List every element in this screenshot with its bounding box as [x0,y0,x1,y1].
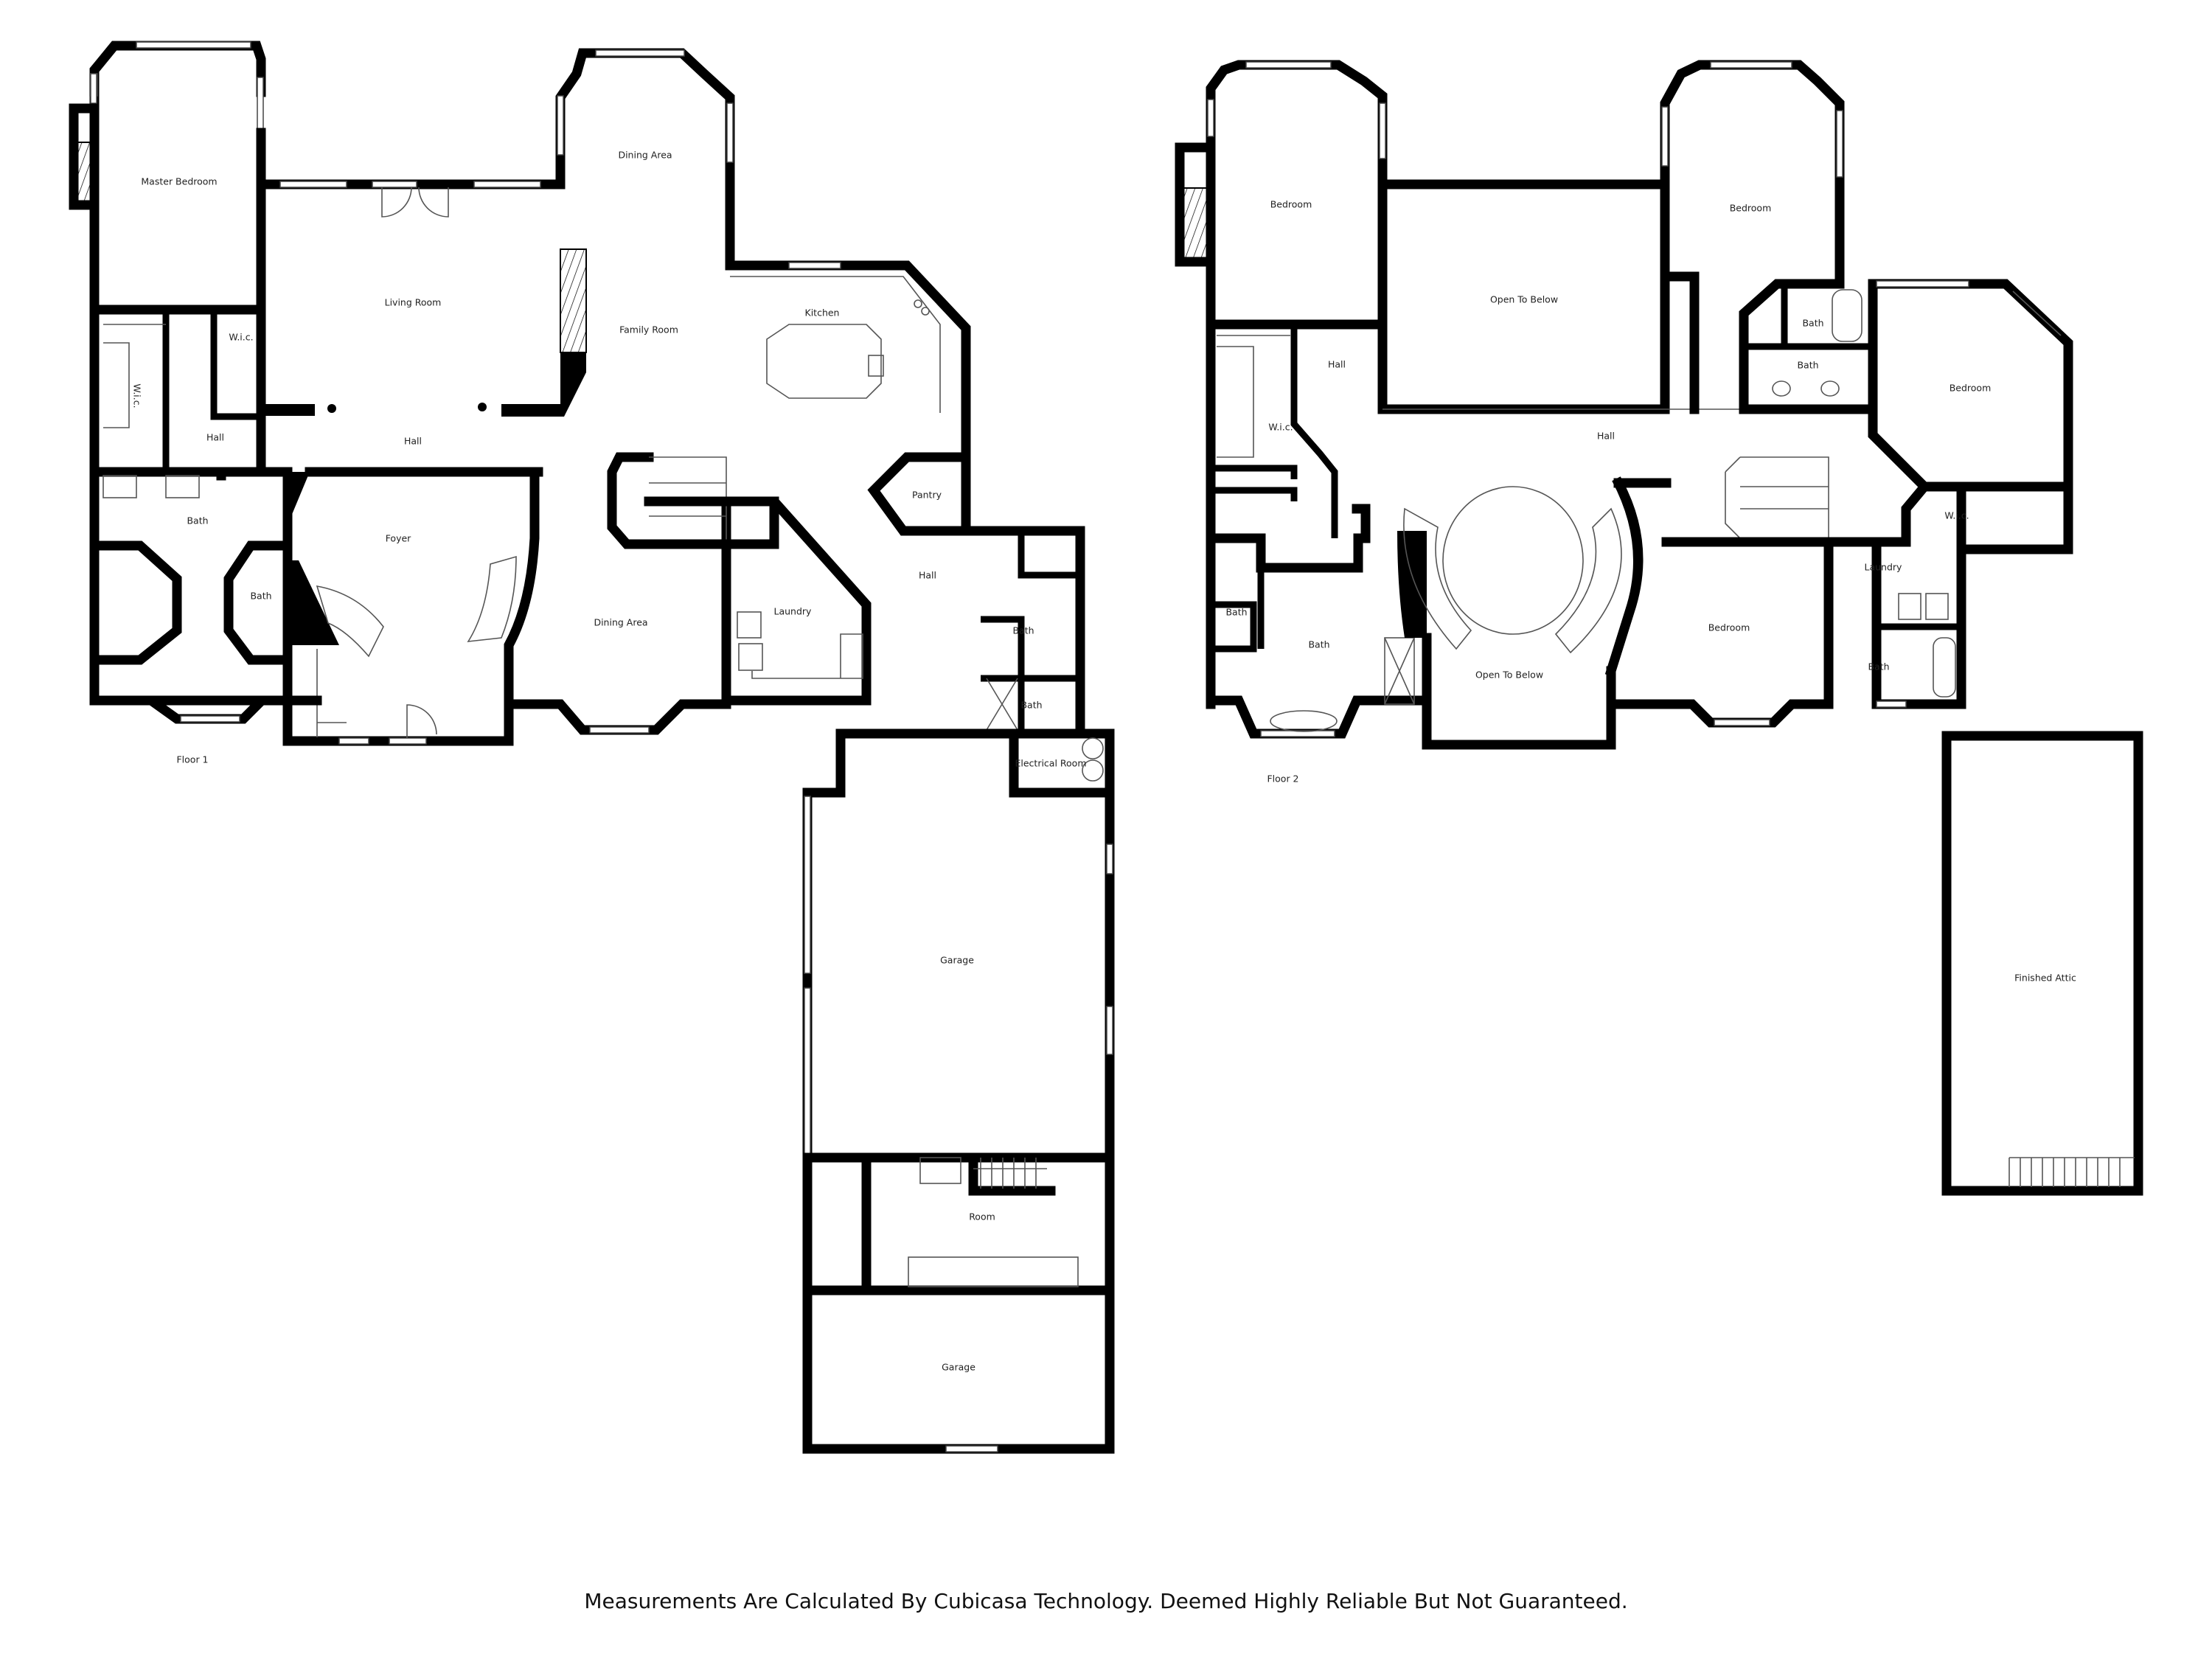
room-label-wic: W.i.c. [1944,510,1969,521]
floor-2-labels: Bedroom Open To Below Bedroom Bath Bath … [1225,199,2076,984]
fireplace [76,142,95,202]
fireplace [1183,187,1211,259]
room-label-laundry: Laundry [1865,562,1903,573]
room-label-bath: Bath [1308,639,1329,650]
floor-2-label: Floor 2 [1267,773,1298,785]
room-label-dining-area: Dining Area [618,150,672,161]
room-label-wic-rotated: W.i.c. [132,383,143,408]
room-label-hall: Hall [1597,431,1615,442]
room-label-garage: Garage [940,955,974,966]
room-label-hall: Hall [919,570,936,581]
room-label-foyer: Foyer [386,533,411,544]
floor-1-labels: Master Bedroom Living Room Dining Area F… [132,150,1087,1373]
fireplace [560,248,587,353]
room-label-open-to-below: Open To Below [1475,669,1543,681]
room-label-bath: Bath [187,515,208,526]
floor-1-label: Floor 1 [176,754,208,765]
room-label-dining-area: Dining Area [594,617,647,628]
floor-1-plan [69,41,1115,1454]
room-label-bedroom: Bedroom [1730,203,1772,214]
room-label-bath: Bath [250,591,271,602]
room-label-bedroom: Bedroom [1270,199,1312,210]
room-label-finished-attic: Finished Attic [2014,973,2076,984]
room-label-bath: Bath [1802,318,1823,329]
room-label-garage: Garage [942,1362,975,1373]
room-label-hall: Hall [1328,359,1346,370]
room-label-pantry: Pantry [912,490,942,501]
room-label-bedroom: Bedroom [1708,622,1750,633]
window [90,73,97,104]
room-label-master-bedroom: Master Bedroom [141,176,217,187]
room-label-bath: Bath [1020,700,1042,711]
room-label-bath: Bath [1225,607,1247,618]
room-label-room: Room [969,1211,995,1222]
room-label-kitchen: Kitchen [805,307,840,319]
room-label-living-room: Living Room [385,297,442,308]
room-label-bath: Bath [1012,625,1034,636]
room-label-hall: Hall [404,436,422,447]
room-label-laundry: Laundry [774,606,813,617]
room-label-bath: Bath [1868,661,1889,672]
window [257,77,264,133]
room-label-hall: Hall [206,432,224,443]
room-label-family-room: Family Room [619,324,678,335]
disclaimer-footer: Measurements Are Calculated By Cubicasa … [584,1589,1628,1613]
room-label-bath: Bath [1797,360,1818,371]
room-label-wic: W.i.c. [229,332,253,343]
room-label-bedroom: Bedroom [1950,383,1992,394]
room-label-electrical-room: Electrical Room [1015,758,1086,769]
room-label-open-to-below: Open To Below [1490,294,1558,305]
floor-2-plan [1175,60,2143,1196]
room-label-wic: W.i.c. [1268,422,1293,433]
